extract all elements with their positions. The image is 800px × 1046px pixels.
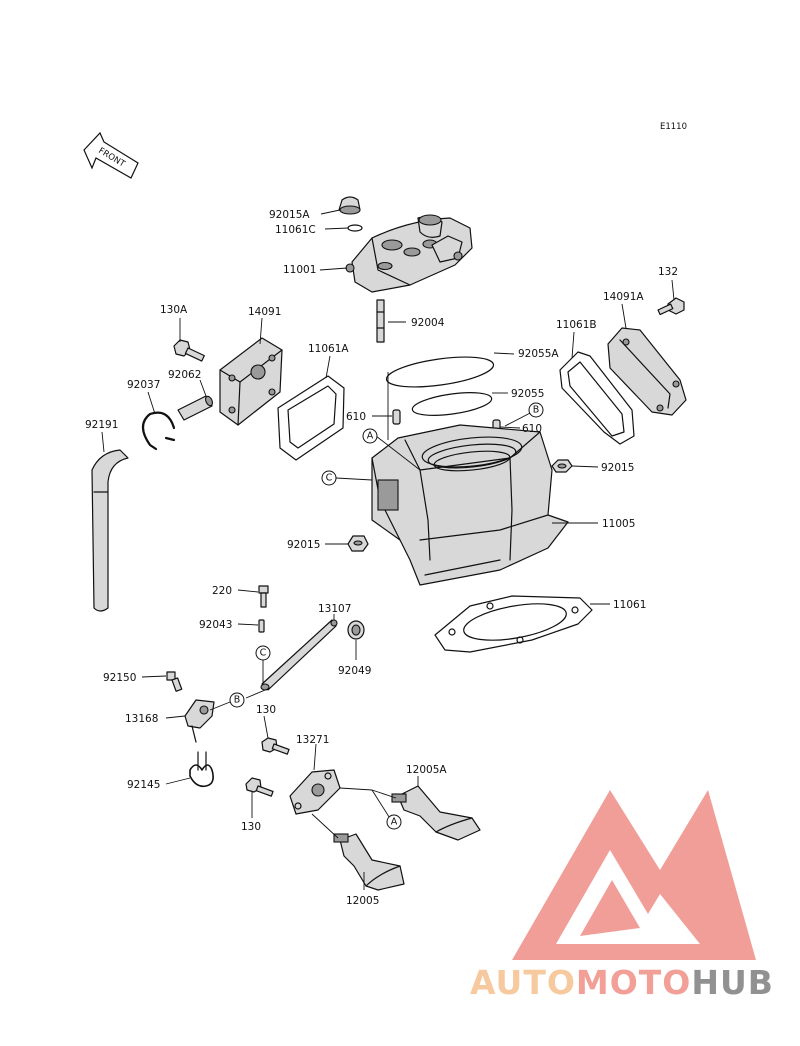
cylinder-head [345, 214, 473, 293]
valve-shaft [260, 619, 338, 691]
ref-marker-c: C [255, 645, 271, 661]
exhaust-valve-cover [219, 337, 283, 426]
o-ring-small [411, 392, 493, 416]
label-610-left: 610 [346, 411, 366, 423]
label-92062: 92062 [168, 369, 201, 381]
guide-pin [177, 395, 213, 421]
label-11005: 11005 [602, 518, 635, 530]
label-92015-left: 92015 [287, 539, 320, 551]
label-13271: 13271 [296, 734, 329, 746]
screw [166, 671, 183, 692]
part-labels: 92015A 11061C 11001 132 14091A 130A 1409… [85, 209, 678, 907]
valve-holder [289, 769, 341, 815]
bolt [258, 585, 269, 608]
watermark-text: AUTOMOTOHUB [470, 963, 774, 1002]
label-132: 132 [658, 266, 678, 278]
hose-clamp [141, 411, 176, 451]
svg-text:A: A [391, 817, 398, 828]
cover-gasket [277, 375, 345, 461]
label-92015-right: 92015 [601, 462, 634, 474]
label-130A: 130A [160, 304, 188, 316]
label-220: 220 [212, 585, 232, 597]
oil-seal [347, 620, 365, 640]
pin [258, 619, 265, 633]
bolt [245, 777, 274, 797]
diagram-code: E1110 [660, 122, 687, 132]
svg-text:B: B [234, 695, 241, 706]
sealing-washer [347, 224, 363, 232]
label-11061A: 11061A [308, 343, 349, 355]
watermark-auto: AUTO [470, 963, 576, 1002]
label-92015A: 92015A [269, 209, 310, 221]
bolt [261, 737, 290, 755]
stud-bolt [376, 299, 385, 343]
ref-marker-a: A [386, 814, 402, 830]
watermark: AUTOMOTOHUB [470, 790, 774, 1002]
nut [347, 535, 369, 552]
hose [91, 449, 129, 612]
cylinder-block [371, 424, 569, 586]
watermark-logo-icon [512, 790, 756, 960]
lever [184, 699, 215, 743]
watermark-moto: MOTO [576, 963, 691, 1002]
label-11061: 11061 [613, 599, 646, 611]
label-92191: 92191 [85, 419, 118, 431]
label-92145: 92145 [127, 779, 160, 791]
flange-bolt [657, 297, 685, 316]
label-12005A: 12005A [406, 764, 447, 776]
label-92055A: 92055A [518, 348, 559, 360]
side-cover [607, 327, 687, 416]
label-11061B: 11061B [556, 319, 597, 331]
label-11001: 11001 [283, 264, 316, 276]
watermark-hub: HUB [691, 963, 774, 1002]
label-610-right: 610 [522, 423, 542, 435]
reference-markers: A B C C B A [229, 402, 544, 830]
label-92037: 92037 [127, 379, 160, 391]
label-11061C: 11061C [275, 224, 316, 236]
svg-text:C: C [326, 473, 333, 484]
leader-lines [101, 209, 675, 890]
exhaust-valve-lower [333, 833, 405, 891]
label-130-lower: 130 [241, 821, 261, 833]
base-gasket [434, 595, 593, 653]
label-13168: 13168 [125, 713, 158, 725]
ref-marker-c: C [321, 470, 337, 486]
label-130-upper: 130 [256, 704, 276, 716]
flange-bolt [173, 339, 205, 362]
torsion-spring [189, 751, 214, 788]
label-12005: 12005 [346, 895, 379, 907]
label-14091: 14091 [248, 306, 281, 318]
label-92049: 92049 [338, 665, 371, 677]
label-92150: 92150 [103, 672, 136, 684]
label-92043: 92043 [199, 619, 232, 631]
plug-nut [338, 196, 361, 215]
ref-marker-b: B [528, 402, 544, 418]
label-92055: 92055 [511, 388, 544, 400]
label-92004: 92004 [411, 317, 445, 329]
svg-text:A: A [367, 431, 374, 442]
svg-text:C: C [260, 648, 267, 659]
dowel-pin [392, 409, 401, 425]
label-13107: 13107 [318, 603, 351, 615]
svg-text:B: B [533, 405, 540, 416]
nut [551, 459, 573, 473]
ref-marker-b: B [229, 692, 245, 708]
exhaust-valve-upper [391, 785, 481, 841]
o-ring-large [385, 356, 495, 388]
ref-marker-a: A [362, 428, 378, 444]
side-cover-gasket [559, 351, 635, 445]
label-14091A: 14091A [603, 291, 644, 303]
front-arrow-icon: FRONT [83, 131, 139, 179]
